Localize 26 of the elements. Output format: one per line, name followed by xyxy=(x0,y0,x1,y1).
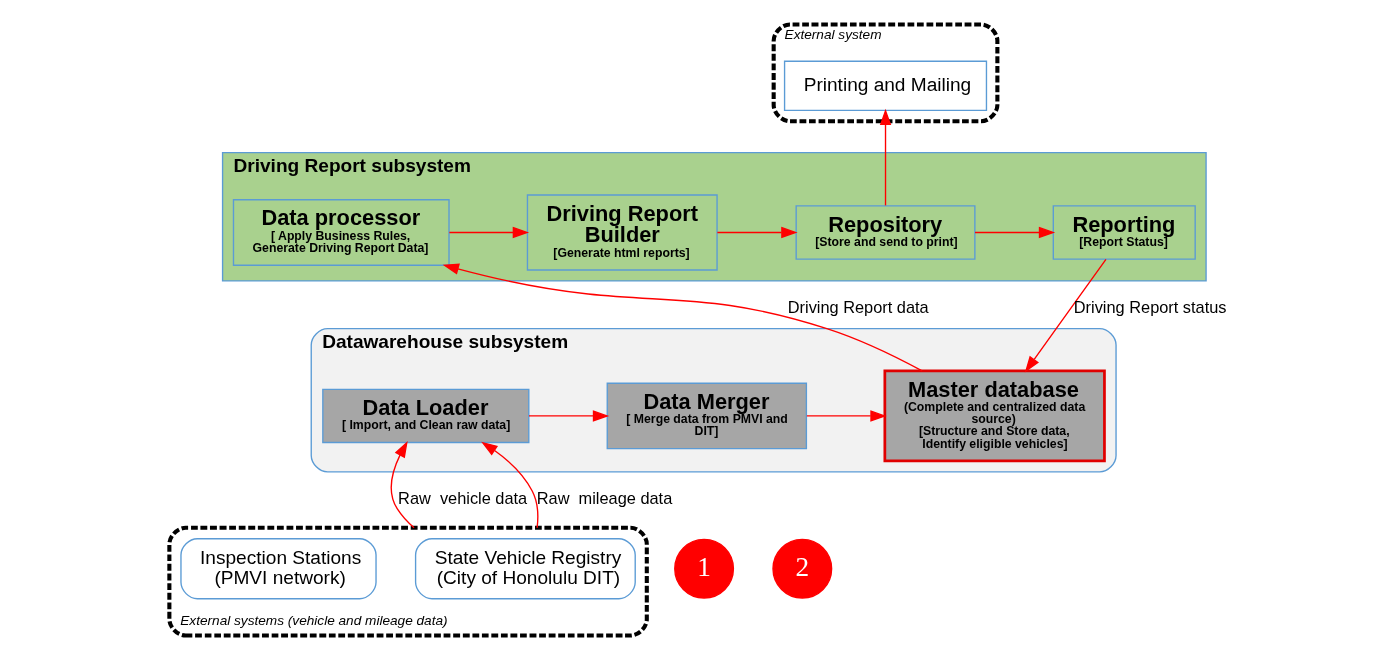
arrow xyxy=(879,108,892,207)
edge-label: Raw mileage data xyxy=(536,489,673,508)
edge-label: Raw vehicle data xyxy=(398,489,528,508)
node-box: Data Loader [ Import, and Clean raw data] xyxy=(322,388,530,444)
arrow xyxy=(806,410,887,422)
arrow xyxy=(1024,258,1107,373)
edge-label: Driving Report data xyxy=(787,298,929,317)
node-box: Printing and Mailing xyxy=(783,60,988,112)
node-box: Driving Report Builder [Generate html reports] xyxy=(526,194,718,271)
node-box: Data processor [ Apply Business Rules, Generate Driving Report Data] xyxy=(232,199,450,266)
arrow xyxy=(716,226,798,239)
arrow xyxy=(442,263,923,372)
arrow xyxy=(448,226,530,239)
node-box: Inspection Stations (PMVI network) xyxy=(180,538,377,600)
node-box: Reporting [Report Status] xyxy=(1052,205,1196,260)
arrow xyxy=(528,410,610,422)
edge-label: Driving Report status xyxy=(1073,298,1227,317)
node-box: Master database (Complete and centralized data source) [Structure and Store data, Identify eligible vehicles] xyxy=(883,369,1106,463)
arrow xyxy=(390,441,415,529)
node-box: Data Merger [ Merge data from PMVI and DIT] xyxy=(606,382,808,450)
node-box: State Vehicle Registry (City of Honolulu DIT) xyxy=(414,538,636,600)
node-box: Repository [Store and send to print] xyxy=(795,205,976,260)
arrow xyxy=(974,226,1056,239)
arrow xyxy=(481,441,539,529)
node-circle: 2 xyxy=(772,538,833,599)
node-circle: 1 xyxy=(674,538,735,599)
